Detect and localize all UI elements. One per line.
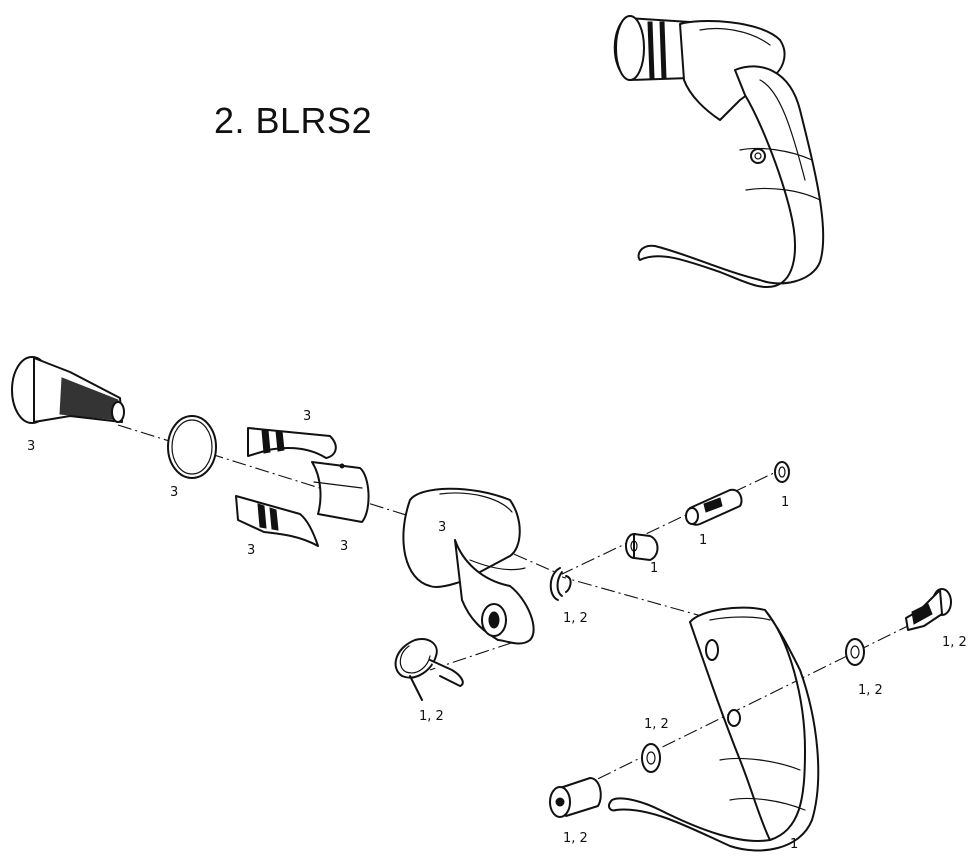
- pivot-washer: [845, 638, 865, 666]
- label-adjuster-washer: 1: [781, 495, 789, 510]
- label-shim-wedge: 3: [340, 539, 348, 554]
- label-barrel: 1: [650, 561, 658, 576]
- label-adjuster: 1: [699, 533, 707, 548]
- page-title: 2. BLRS2: [214, 100, 373, 141]
- part-number-labels: 3 3 3 3 3 3 1, 2 1, 2 1 1 1 1, 2 1, 2 1,…: [27, 409, 967, 852]
- lever-washer: [641, 743, 661, 773]
- brake-body: [402, 487, 535, 645]
- pivot-bolt: [905, 588, 952, 631]
- assembled-lever-illustration: [613, 15, 825, 288]
- return-spring: [394, 638, 464, 701]
- label-shim-top: 3: [303, 409, 311, 424]
- label-clip: 1, 2: [563, 611, 588, 626]
- label-pivot-washer: 1, 2: [858, 683, 883, 698]
- retaining-clip: [549, 567, 572, 601]
- cable-adjuster: [685, 488, 743, 526]
- shim-bottom: [235, 495, 319, 547]
- shim-top: [247, 427, 337, 459]
- clamp-bolt: [11, 356, 125, 424]
- label-pivot-bolt: 1, 2: [942, 635, 967, 650]
- label-o-ring: 3: [170, 485, 178, 500]
- shim-wedge: [311, 461, 370, 523]
- o-ring: [167, 415, 217, 479]
- adjuster-washer: [774, 461, 790, 483]
- lever-barrel-nut: [549, 777, 602, 818]
- label-bolt: 3: [27, 439, 35, 454]
- label-lever-nut: 1, 2: [563, 831, 588, 846]
- label-shim-bottom: 3: [247, 543, 255, 558]
- cable-barrel: [625, 533, 659, 561]
- brake-lever-blade: [608, 606, 820, 852]
- label-spring: 1, 2: [419, 709, 444, 724]
- label-brake-body: 3: [438, 520, 446, 535]
- label-lever-blade: 1: [790, 837, 798, 852]
- label-lever-washer: 1, 2: [644, 717, 669, 732]
